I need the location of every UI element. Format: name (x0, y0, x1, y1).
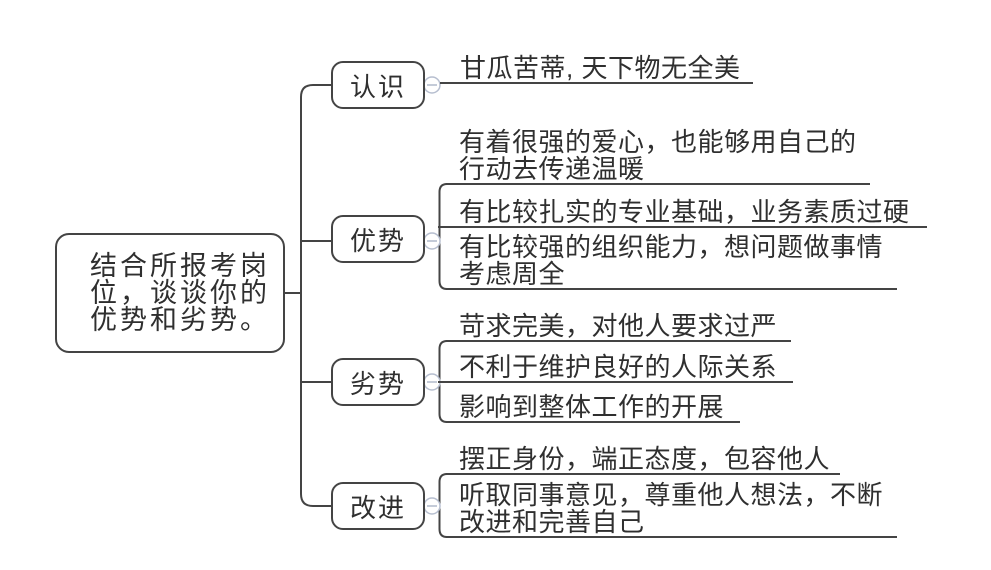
leaf-text: 有着很强的爱心，也能够用自己的 (459, 127, 857, 157)
branch-node-youshi[interactable]: 优势 (331, 215, 425, 263)
leaf-topic[interactable]: 听取同事意见，尊重他人想法，不断 改进和完善自己 (446, 482, 897, 538)
root-topic-line: 位，谈谈你的 (90, 278, 270, 308)
leaf-text: 听取同事意见，尊重他人想法，不断 (459, 480, 884, 510)
root-topic[interactable]: 结合所报考岗 位，谈谈你的 优势和劣势。 (55, 233, 285, 353)
leaf-text: 有比较强的组织能力，想问题做事情 (459, 232, 884, 262)
leaf-text: 影响到整体工作的开展 (459, 392, 725, 422)
leaf-text: 甘瓜苦蒂, 天下物无全美 (460, 53, 741, 83)
leaf-topic[interactable]: 影响到整体工作的开展 (446, 394, 740, 423)
leaf-text: 苛求完美，对他人要求过严 (459, 311, 778, 341)
leaf-text: 行动去传递温暖 (459, 154, 645, 184)
root-topic-line: 结合所报考岗 (90, 251, 270, 281)
branch-node-gaijin[interactable]: 改进 (331, 482, 425, 530)
leaf-text: 改进和完善自己 (459, 507, 645, 537)
leaf-topic[interactable]: 有着很强的爱心，也能够用自己的 行动去传递温暖 (446, 129, 870, 185)
leaf-text: 考虑周全 (459, 259, 566, 289)
branch-node-renshi[interactable]: 认识 (331, 61, 425, 109)
root-topic-line: 优势和劣势。 (90, 305, 270, 335)
leaf-topic[interactable]: 有比较强的组织能力，想问题做事情 考虑周全 (446, 234, 897, 290)
leaf-topic[interactable]: 有比较扎实的专业基础，业务素质过硬 (438, 199, 927, 228)
collapse-toggle-icon[interactable] (423, 232, 441, 250)
leaf-topic[interactable]: 苛求完美，对他人要求过严 (446, 313, 791, 342)
leaf-topic[interactable]: 不利于维护良好的人际关系 (438, 354, 793, 383)
leaf-text: 有比较扎实的专业基础，业务素质过硬 (459, 197, 910, 227)
leaf-topic[interactable]: 摆正身份，端正态度，包容他人 (446, 446, 840, 475)
connector-trunk (300, 84, 331, 507)
leaf-text: 不利于维护良好的人际关系 (459, 352, 778, 382)
branch-node-lieshi[interactable]: 劣势 (331, 358, 425, 406)
leaf-text: 摆正身份，端正态度，包容他人 (459, 444, 831, 474)
leaf-topic[interactable]: 甘瓜苦蒂, 天下物无全美 (440, 55, 753, 84)
collapse-toggle-icon[interactable] (423, 497, 441, 515)
collapse-toggle-icon[interactable] (423, 76, 441, 94)
